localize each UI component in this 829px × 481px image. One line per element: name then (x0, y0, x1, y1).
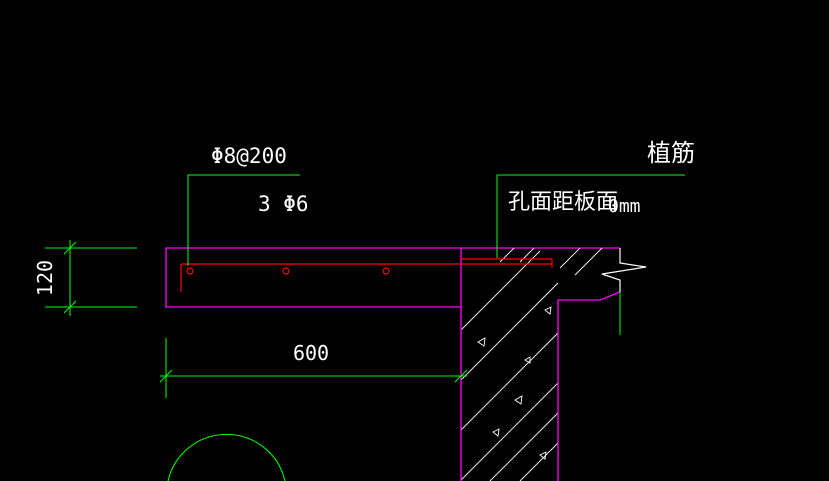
hole-note-label: 孔面距板面 (508, 190, 618, 215)
planting-label: 植筋 (647, 139, 695, 167)
hole-unit-label: 0mm (608, 196, 641, 217)
slab-edge (165, 247, 461, 308)
rebar-spacing-label: Φ8@200 (211, 144, 287, 168)
dim-length-label: 600 (293, 341, 329, 365)
rebar-leader (187, 174, 300, 266)
leaders (187, 174, 685, 266)
wall-step (557, 291, 621, 481)
dim-tick-top (63, 241, 77, 255)
dim-thickness-label: 120 (33, 260, 57, 296)
reinforcement (180, 258, 553, 292)
thickness-dimension (45, 240, 137, 316)
dim-tick-left (159, 369, 173, 383)
wall-outline (460, 248, 621, 481)
break-line (601, 248, 647, 292)
bar-dot-1 (186, 267, 194, 275)
aggregate-marks (477, 306, 552, 460)
length-dimension (159, 338, 468, 398)
slab-outline (165, 247, 620, 308)
planting-leader (496, 174, 685, 258)
rebar-bars-label: 3 Φ6 (258, 192, 309, 216)
bottom-arc (167, 433, 286, 481)
bar-dot-2 (282, 267, 290, 275)
bar-dot-3 (382, 267, 390, 275)
dim-tick-right (454, 369, 468, 383)
dim-tick-bottom (63, 300, 77, 314)
wall-hatch (461, 248, 603, 481)
